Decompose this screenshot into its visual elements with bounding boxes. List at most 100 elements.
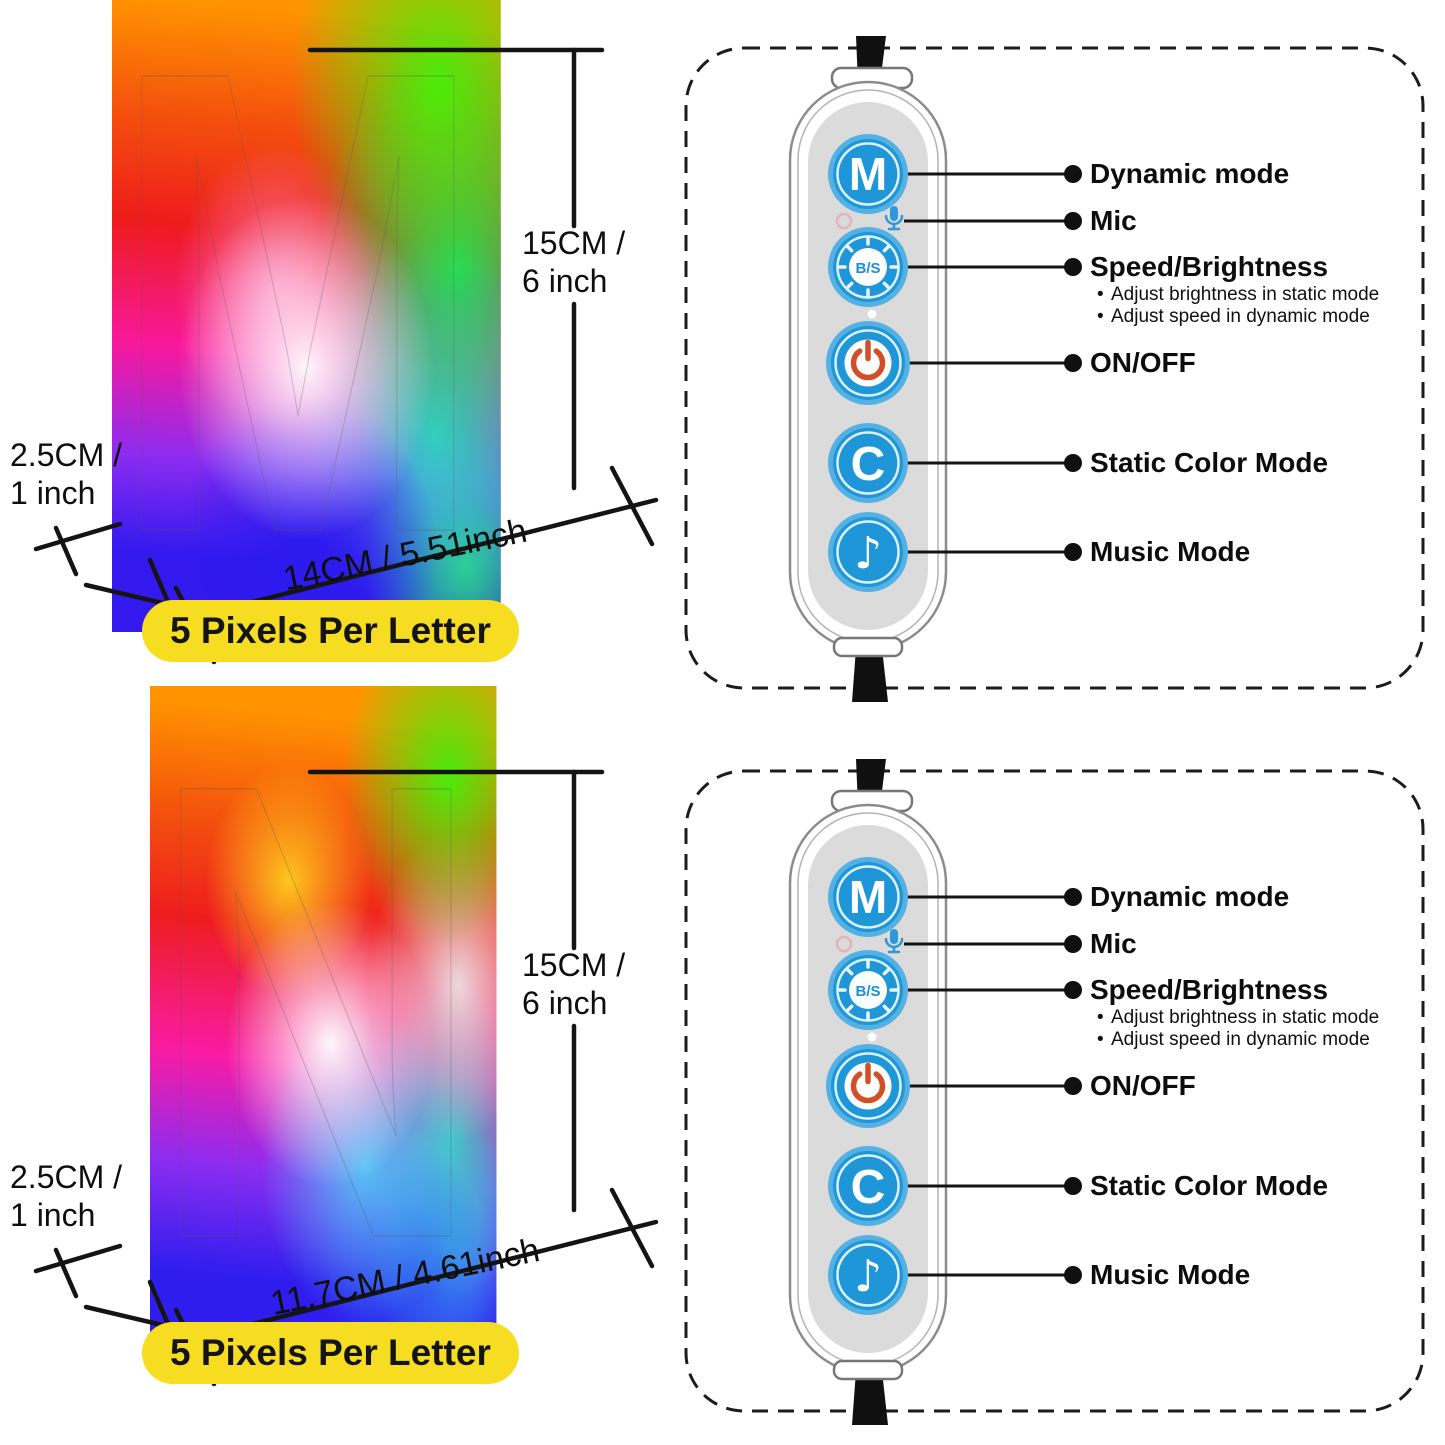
speed-brightness-button[interactable]: B/S: [828, 950, 908, 1030]
height-cm: 15CM /: [522, 947, 626, 983]
cable-connector-bottom: [832, 636, 904, 658]
indicator-dot: [867, 309, 877, 319]
music-button-face: [833, 517, 903, 587]
letter-n-face: N: [149, 685, 497, 1337]
controller-panel-top: M B/S: [680, 36, 1445, 702]
depth-inch: 1 inch: [10, 475, 96, 511]
music-button[interactable]: ♪: [828, 1235, 908, 1315]
pixels-badge: 5 Pixels Per Letter: [142, 600, 519, 662]
depth-inch: 1 inch: [10, 1197, 96, 1233]
indicator-dot: [867, 1032, 877, 1042]
depth-dimension-label: 2.5CM /1 inch: [10, 1158, 122, 1234]
cable-connector-bottom: [832, 1359, 904, 1381]
height-inch: 6 inch: [522, 263, 608, 299]
mode-button-glyph: M: [849, 871, 887, 923]
label-music-mode: Music Mode: [1090, 1259, 1251, 1290]
letter-m-section: M M 15CM /6 inch 2.5CM /1 inch 14CM / 5.…: [0, 0, 722, 722]
bullet-static: [1064, 1177, 1082, 1195]
mic-capsule: [890, 206, 898, 221]
bullet-mic: [1064, 212, 1082, 230]
note-brightness: Adjust brightness in static mode: [1097, 284, 1379, 306]
color-button-face: [833, 1151, 903, 1221]
bullet-music: [1064, 543, 1082, 561]
label-on-off: ON/OFF: [1090, 347, 1196, 378]
bullet-dynamic: [1064, 165, 1082, 183]
power-icon: [850, 339, 886, 381]
mode-button-ring: [836, 865, 900, 929]
power-icon: [850, 1062, 886, 1104]
mode-button-face: [833, 862, 903, 932]
bullet-mic: [1064, 935, 1082, 953]
power-button-ring: [834, 1052, 902, 1120]
bs-button-glyph: B/S: [855, 260, 880, 277]
note-brightness: Adjust brightness in static mode: [1097, 1007, 1379, 1029]
label-music-mode: Music Mode: [1090, 536, 1251, 567]
label-dynamic-mode: Dynamic mode: [1090, 881, 1290, 912]
static-color-button[interactable]: C: [828, 1146, 908, 1226]
color-button-ring: [836, 1154, 900, 1218]
color-button-ring: [836, 431, 900, 495]
power-button-ring: [834, 329, 902, 397]
music-note-icon: ♪: [854, 1251, 882, 1302]
bs-button-glyph: B/S: [855, 983, 880, 1000]
depth-cm: 2.5CM /: [10, 437, 123, 473]
label-static-color-mode: Static Color Mode: [1090, 1170, 1329, 1201]
depth-tick-upper: [53, 1247, 79, 1299]
pixels-badge: 5 Pixels Per Letter: [142, 1322, 519, 1384]
mic-led-icon: [835, 935, 853, 953]
label-on-off: ON/OFF: [1090, 1070, 1196, 1101]
bullet-dynamic: [1064, 888, 1082, 906]
mic-led-icon: [835, 212, 853, 230]
speed-brightness-button[interactable]: B/S: [828, 227, 908, 307]
bs-button-center: [849, 248, 887, 286]
depth-rail-upper: [33, 1243, 123, 1274]
cable-bottom: [852, 1371, 888, 1425]
music-button[interactable]: ♪: [828, 512, 908, 592]
label-speed-brightness: Speed/Brightness: [1090, 251, 1329, 282]
controller-panel-bottom: M B/S: [680, 759, 1445, 1425]
static-color-button[interactable]: C: [828, 423, 908, 503]
label-speed-brightness: Speed/Brightness: [1090, 974, 1329, 1005]
mode-button-ring: [836, 142, 900, 206]
note-speed: Adjust speed in dynamic mode: [1097, 1029, 1379, 1051]
mode-button[interactable]: M: [828, 134, 908, 214]
music-note-icon: ♪: [854, 528, 882, 579]
mode-button-glyph: M: [849, 148, 887, 200]
music-button-ring: [836, 1243, 900, 1307]
bullet-speed: [1064, 981, 1082, 999]
label-mic: Mic: [1090, 928, 1137, 959]
speed-brightness-notes: Adjust brightness in static mode Adjust …: [1097, 284, 1379, 328]
bullet-power: [1064, 1077, 1082, 1095]
height-cm: 15CM /: [522, 225, 626, 261]
height-inch: 6 inch: [522, 985, 608, 1021]
mode-button[interactable]: M: [828, 857, 908, 937]
mode-button-face: [833, 139, 903, 209]
mic-icon: [884, 206, 904, 231]
power-button[interactable]: [826, 321, 910, 405]
mic-capsule: [890, 929, 898, 944]
color-button-glyph: C: [851, 1161, 886, 1214]
label-static-color-mode: Static Color Mode: [1090, 447, 1329, 478]
music-button-face: [833, 1240, 903, 1310]
bullet-music: [1064, 1266, 1082, 1284]
note-speed: Adjust speed in dynamic mode: [1097, 306, 1379, 328]
mic-icon: [884, 929, 904, 954]
power-button[interactable]: [826, 1044, 910, 1128]
sun-rays-icon: [837, 236, 899, 298]
bullet-power: [1064, 354, 1082, 372]
depth-tick-upper: [53, 525, 79, 577]
bs-button-center: [849, 971, 887, 1009]
music-button-ring: [836, 520, 900, 584]
color-button-face: [833, 428, 903, 498]
bullet-speed: [1064, 258, 1082, 276]
bullet-static: [1064, 454, 1082, 472]
cable-bottom: [852, 648, 888, 702]
label-dynamic-mode: Dynamic mode: [1090, 158, 1290, 189]
depth-rail-upper: [33, 521, 123, 552]
label-mic: Mic: [1090, 205, 1137, 236]
letter-n-section: N N 15CM /6 inch 2.5CM /1 inch 11.7CM / …: [0, 673, 722, 1445]
color-button-glyph: C: [851, 438, 886, 491]
depth-cm: 2.5CM /: [10, 1159, 123, 1195]
letter-m-face: M: [111, 0, 501, 632]
depth-dimension-label: 2.5CM /1 inch: [10, 436, 122, 512]
